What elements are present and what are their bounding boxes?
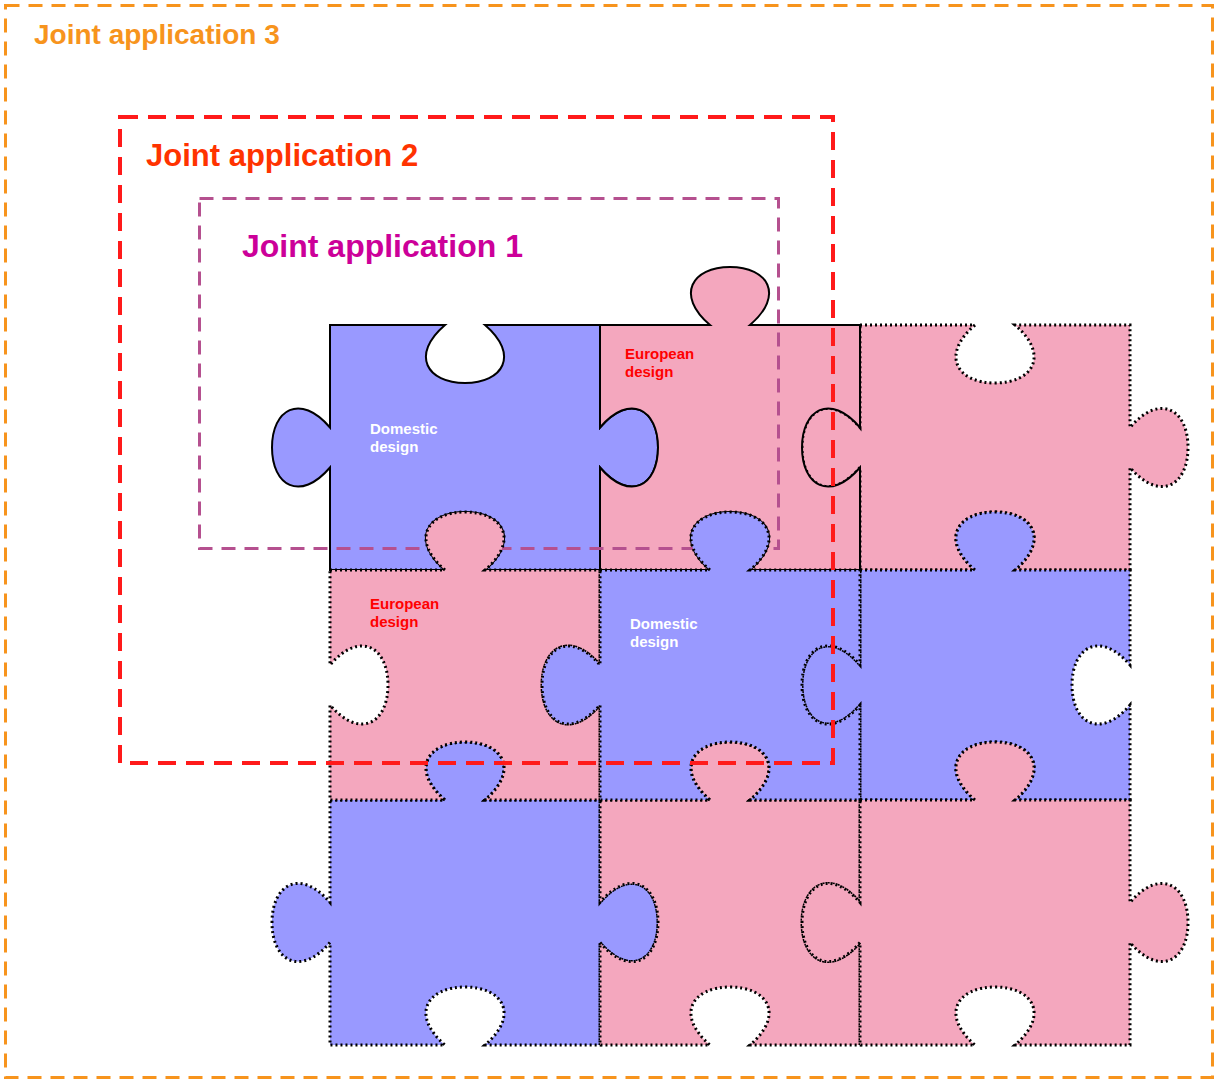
puzzle-piece: European design bbox=[330, 570, 600, 800]
puzzle-outline bbox=[330, 512, 600, 800]
piece-label: European design bbox=[370, 595, 465, 631]
dashed-frame bbox=[200, 199, 779, 549]
dashed-frame bbox=[120, 117, 833, 763]
piece-label: European design bbox=[625, 345, 720, 381]
piece-label: Domestic design bbox=[630, 615, 725, 651]
piece-label: Domestic design bbox=[370, 420, 465, 456]
puzzle-outline bbox=[600, 570, 860, 800]
puzzle-outline bbox=[542, 512, 860, 800]
puzzle-outline bbox=[600, 267, 860, 570]
application-frame: Joint application 1 Domestic design Europe… bbox=[198, 197, 780, 550]
frame-heading: Joint application 3 bbox=[34, 18, 280, 52]
puzzle-outline bbox=[272, 325, 658, 570]
puzzle-piece: Domestic design bbox=[330, 325, 600, 570]
frame-heading: Joint application 2 bbox=[146, 137, 418, 174]
dashed-frame bbox=[6, 6, 1213, 1078]
frame-heading: Joint application 1 bbox=[242, 227, 523, 265]
application-frame: Joint application 3Joint application 2Jo… bbox=[4, 4, 1214, 1079]
puzzle-piece: European design bbox=[600, 325, 860, 570]
puzzle-piece: Domestic design bbox=[600, 570, 860, 800]
puzzle-piece bbox=[802, 742, 1188, 1045]
dashed-frame bbox=[118, 115, 835, 765]
application-frame: Joint application 2 Joint application 1 Do… bbox=[118, 115, 835, 765]
